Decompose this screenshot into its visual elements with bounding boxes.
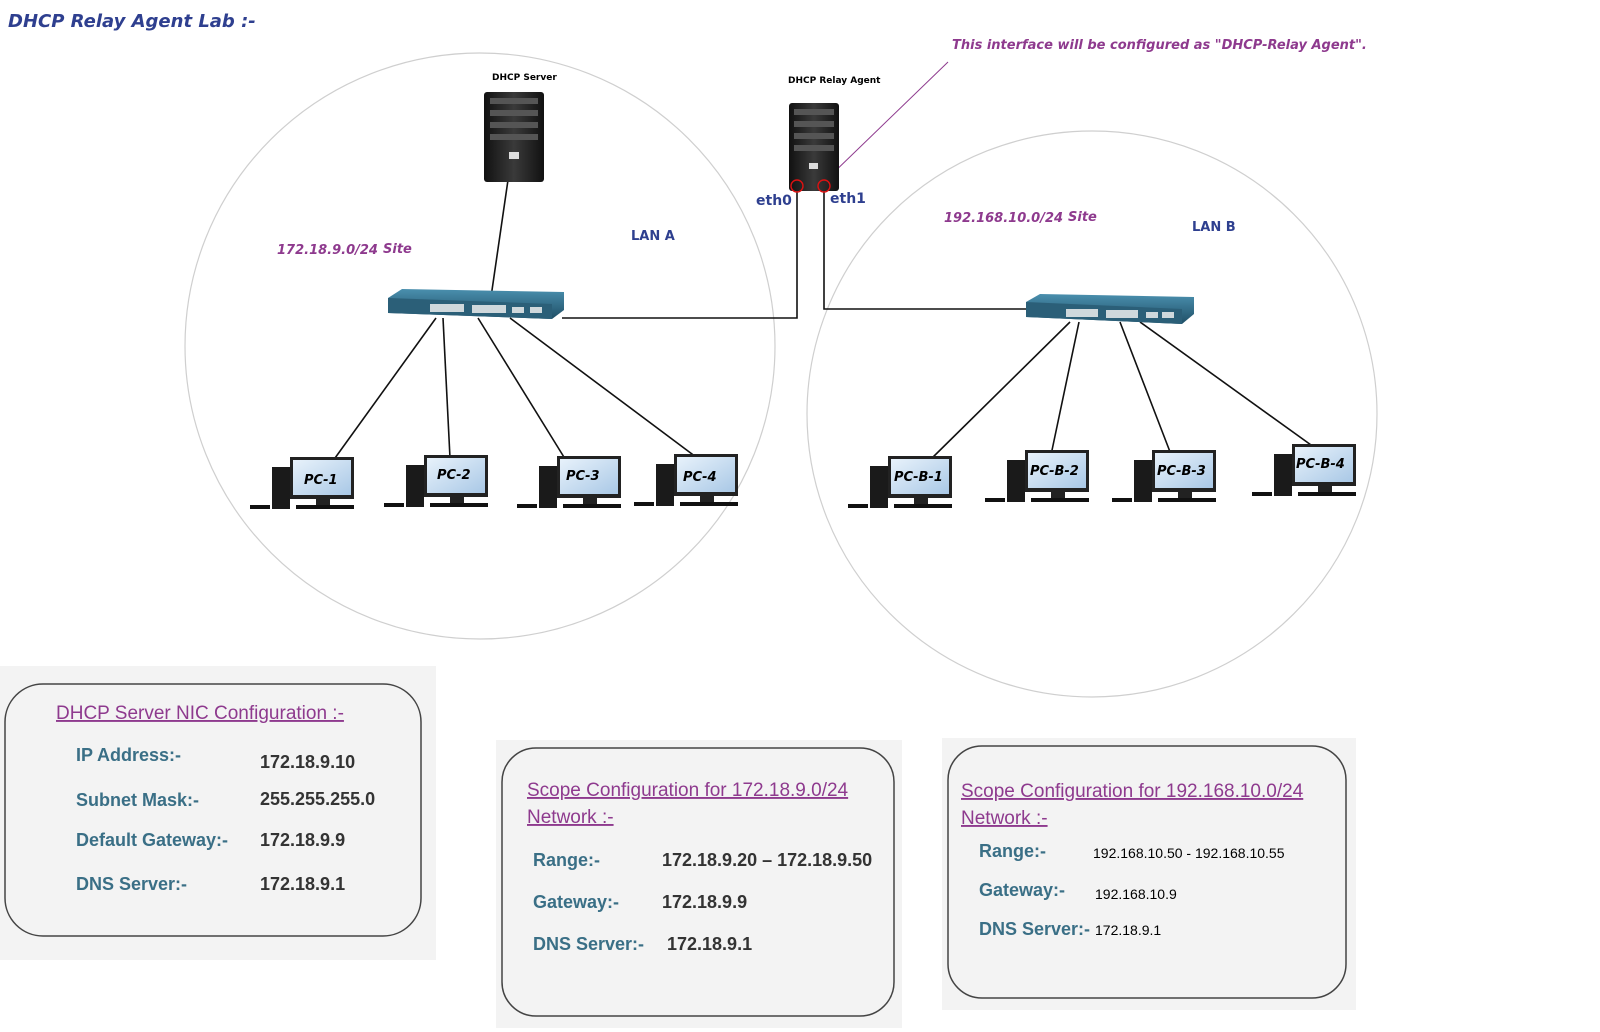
pc-2-label: PC-2: [437, 468, 471, 483]
pc-3-icon: [517, 456, 621, 508]
nic-key-ip: IP Address:-: [76, 745, 181, 765]
switch-b-icon: [1026, 294, 1194, 324]
scope-a-box: Scope Configuration for 172.18.9.0/24 Ne…: [496, 740, 902, 1028]
scope-b-val-range: 192.168.10.50 - 192.168.10.55: [1093, 845, 1285, 861]
pc-3-label: PC-3: [566, 469, 600, 484]
relay-agent-label: DHCP Relay Agent: [788, 76, 881, 86]
switch-a-icon: [388, 289, 564, 319]
scope-a-key-dns: DNS Server:-: [533, 934, 644, 954]
nic-val-dns: 172.18.9.1: [260, 874, 345, 894]
dhcp-server-label: DHCP Server: [492, 73, 557, 83]
pc-b-1-label: PC-B-1: [894, 470, 943, 485]
pc-b-3-icon: [1112, 450, 1216, 502]
scope-b-key-gateway: Gateway:-: [979, 880, 1065, 900]
pc-b-4-icon: [1252, 444, 1356, 496]
scope-b-key-range: Range:-: [979, 841, 1046, 861]
nic-val-gateway: 172.18.9.9: [260, 830, 345, 850]
lan-a-subnet: 172.18.9.0/24: [277, 243, 378, 258]
lan-b-subnet: 192.168.10.0/24: [944, 211, 1063, 226]
lan-b-circle: [806, 130, 1378, 698]
nic-key-mask: Subnet Mask:-: [76, 790, 199, 810]
pc-1-label: PC-1: [304, 473, 338, 488]
eth0-label: eth0: [756, 193, 792, 209]
nic-key-gateway: Default Gateway:-: [76, 830, 228, 850]
relay-agent-icon: [789, 103, 839, 193]
scope-a-heading-line1: Scope Configuration for 172.18.9.0/24: [527, 780, 849, 801]
lan-a-name: LAN A: [631, 229, 675, 244]
pc-1-icon: [250, 457, 354, 509]
lan-a-circle: [184, 52, 776, 640]
scope-a-val-range: 172.18.9.20 – 172.18.9.50: [662, 850, 872, 870]
eth1-label: eth1: [830, 191, 866, 207]
dhcp-server-icon: [484, 92, 544, 182]
pc-b-4-label: PC-B-4: [1296, 457, 1345, 472]
scope-a-key-gateway: Gateway:-: [533, 892, 619, 912]
nic-val-mask: 255.255.255.0: [260, 789, 375, 809]
pc-2-icon: [384, 455, 488, 507]
lan-a-site: Site: [383, 242, 412, 257]
nic-config-box: DHCP Server NIC Configuration :- IP Addr…: [0, 666, 436, 960]
scope-a-val-dns: 172.18.9.1: [667, 934, 752, 954]
pc-4-icon: [634, 454, 738, 506]
scope-b-val-gateway: 192.168.10.9: [1095, 886, 1177, 902]
cables: [329, 179, 1319, 466]
nic-key-dns: DNS Server:-: [76, 874, 187, 894]
nic-val-ip: 172.18.9.10: [260, 752, 355, 772]
lan-b-site: Site: [1068, 210, 1097, 225]
scope-a-val-gateway: 172.18.9.9: [662, 892, 747, 912]
pc-4-label: PC-4: [683, 470, 717, 485]
scope-b-val-dns: 172.18.9.1: [1095, 922, 1161, 938]
pc-b-2-icon: [985, 450, 1089, 502]
pc-b-1-icon: [848, 456, 952, 508]
scope-b-heading-line1: Scope Configuration for 192.168.10.0/24: [961, 781, 1304, 802]
scope-b-key-dns: DNS Server:-: [979, 919, 1090, 939]
relay-note: This interface will be configured as "DH…: [952, 38, 1367, 53]
page-title: DHCP Relay Agent Lab :-: [8, 11, 256, 32]
pc-b-2-label: PC-B-2: [1030, 464, 1079, 479]
relay-note-pointer: [825, 61, 949, 181]
scope-a-key-range: Range:-: [533, 850, 600, 870]
nic-config-heading: DHCP Server NIC Configuration :-: [56, 703, 344, 724]
scope-b-box: Scope Configuration for 192.168.10.0/24 …: [942, 738, 1356, 1010]
lan-b-name: LAN B: [1192, 220, 1236, 235]
pc-b-3-label: PC-B-3: [1157, 464, 1206, 479]
scope-b-heading-line2: Network :-: [961, 808, 1048, 829]
scope-a-heading-line2: Network :-: [527, 807, 614, 828]
